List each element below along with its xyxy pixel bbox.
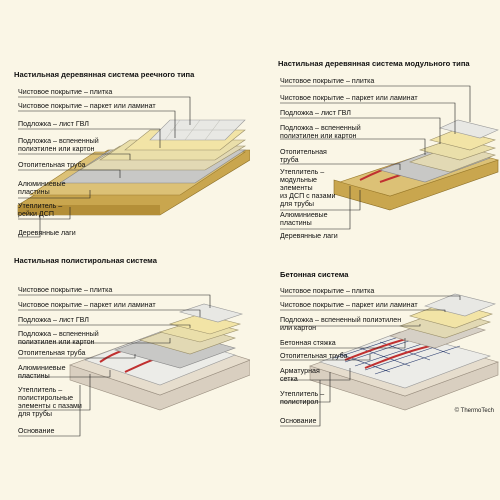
diagram-title: Настильная деревянная система реечного т…	[14, 70, 195, 79]
layer-illustration	[17, 96, 250, 238]
label-insulation: Утеплитель – рейки ДСП	[18, 202, 63, 218]
label-aluminium: Алюминиевые пластины	[280, 211, 328, 227]
label-pipe: Отопительная труба	[280, 148, 327, 164]
diagram-concrete: Бетонная система	[250, 250, 500, 500]
label-joists: Деревянные лаги	[18, 229, 76, 237]
diagram-title: Настильная полистирольная система	[14, 256, 157, 265]
label-gvl: Подложка – лист ГВЛ	[18, 316, 89, 324]
label-laminate: Чистовое покрытие – паркет или ламинат	[280, 94, 418, 102]
label-joists: Деревянные лаги	[280, 232, 338, 240]
layer-illustration	[280, 293, 499, 427]
diagram-title: Бетонная система	[280, 270, 349, 279]
copyright-credit: © ThermoTech	[454, 408, 494, 414]
label-insulation: Утеплитель – модульные элементы из ДСП с…	[280, 168, 336, 208]
label-gvl: Подложка – лист ГВЛ	[18, 120, 89, 128]
diagram-title: Настильная деревянная система модульного…	[278, 59, 470, 68]
label-tile: Чистовое покрытие – плитка	[18, 286, 113, 294]
label-laminate: Чистовое покрытие – паркет или ламинат	[18, 301, 156, 309]
label-foam: Подложка – вспененный полиэтилен или кар…	[18, 137, 99, 153]
label-foam: Подложка – вспененный полиэтилен или кар…	[18, 330, 99, 346]
label-pipe: Отопительная труба	[18, 161, 86, 169]
label-aluminium: Алюминиевые пластины	[18, 180, 66, 196]
label-pipe: Отопительная труба	[18, 349, 86, 357]
label-tile: Чистовое покрытие – плитка	[280, 287, 375, 295]
label-insulation: Утеплитель – полистирол	[280, 390, 325, 406]
label-screed: Бетонная стяжка	[280, 339, 336, 347]
label-base: Основание	[280, 417, 317, 425]
diagram-polystyrene: Настильная полистирольная система Чистов…	[0, 250, 250, 500]
diagram-wood-slat: Настильная деревянная система реечного т…	[0, 0, 250, 250]
label-pipe: Отопительная труба	[280, 352, 348, 360]
label-laminate: Чистовое покрытие – паркет или ламинат	[280, 301, 418, 309]
label-gvl: Подложка – лист ГВЛ	[280, 109, 351, 117]
diagram-wood-modular: Настильная деревянная система модульного…	[250, 0, 500, 250]
layer-illustration	[280, 85, 500, 230]
label-mesh: Арматурная сетка	[280, 367, 320, 383]
label-laminate: Чистовое покрытие – паркет или ламинат	[18, 102, 156, 110]
label-insulation: Утеплитель – полистирольные элементы с п…	[18, 386, 82, 418]
label-base: Основание	[18, 427, 55, 435]
label-tile: Чистовое покрытие – плитка	[18, 88, 113, 96]
label-tile: Чистовое покрытие – плитка	[280, 77, 375, 85]
label-foam: Подложка – вспененный полиэтилен или кар…	[280, 316, 402, 332]
layer-illustration	[18, 294, 250, 437]
label-aluminium: Алюминиевые пластины	[18, 364, 66, 380]
label-foam: Подложка – вспененный полиэтилен или кар…	[280, 124, 361, 140]
